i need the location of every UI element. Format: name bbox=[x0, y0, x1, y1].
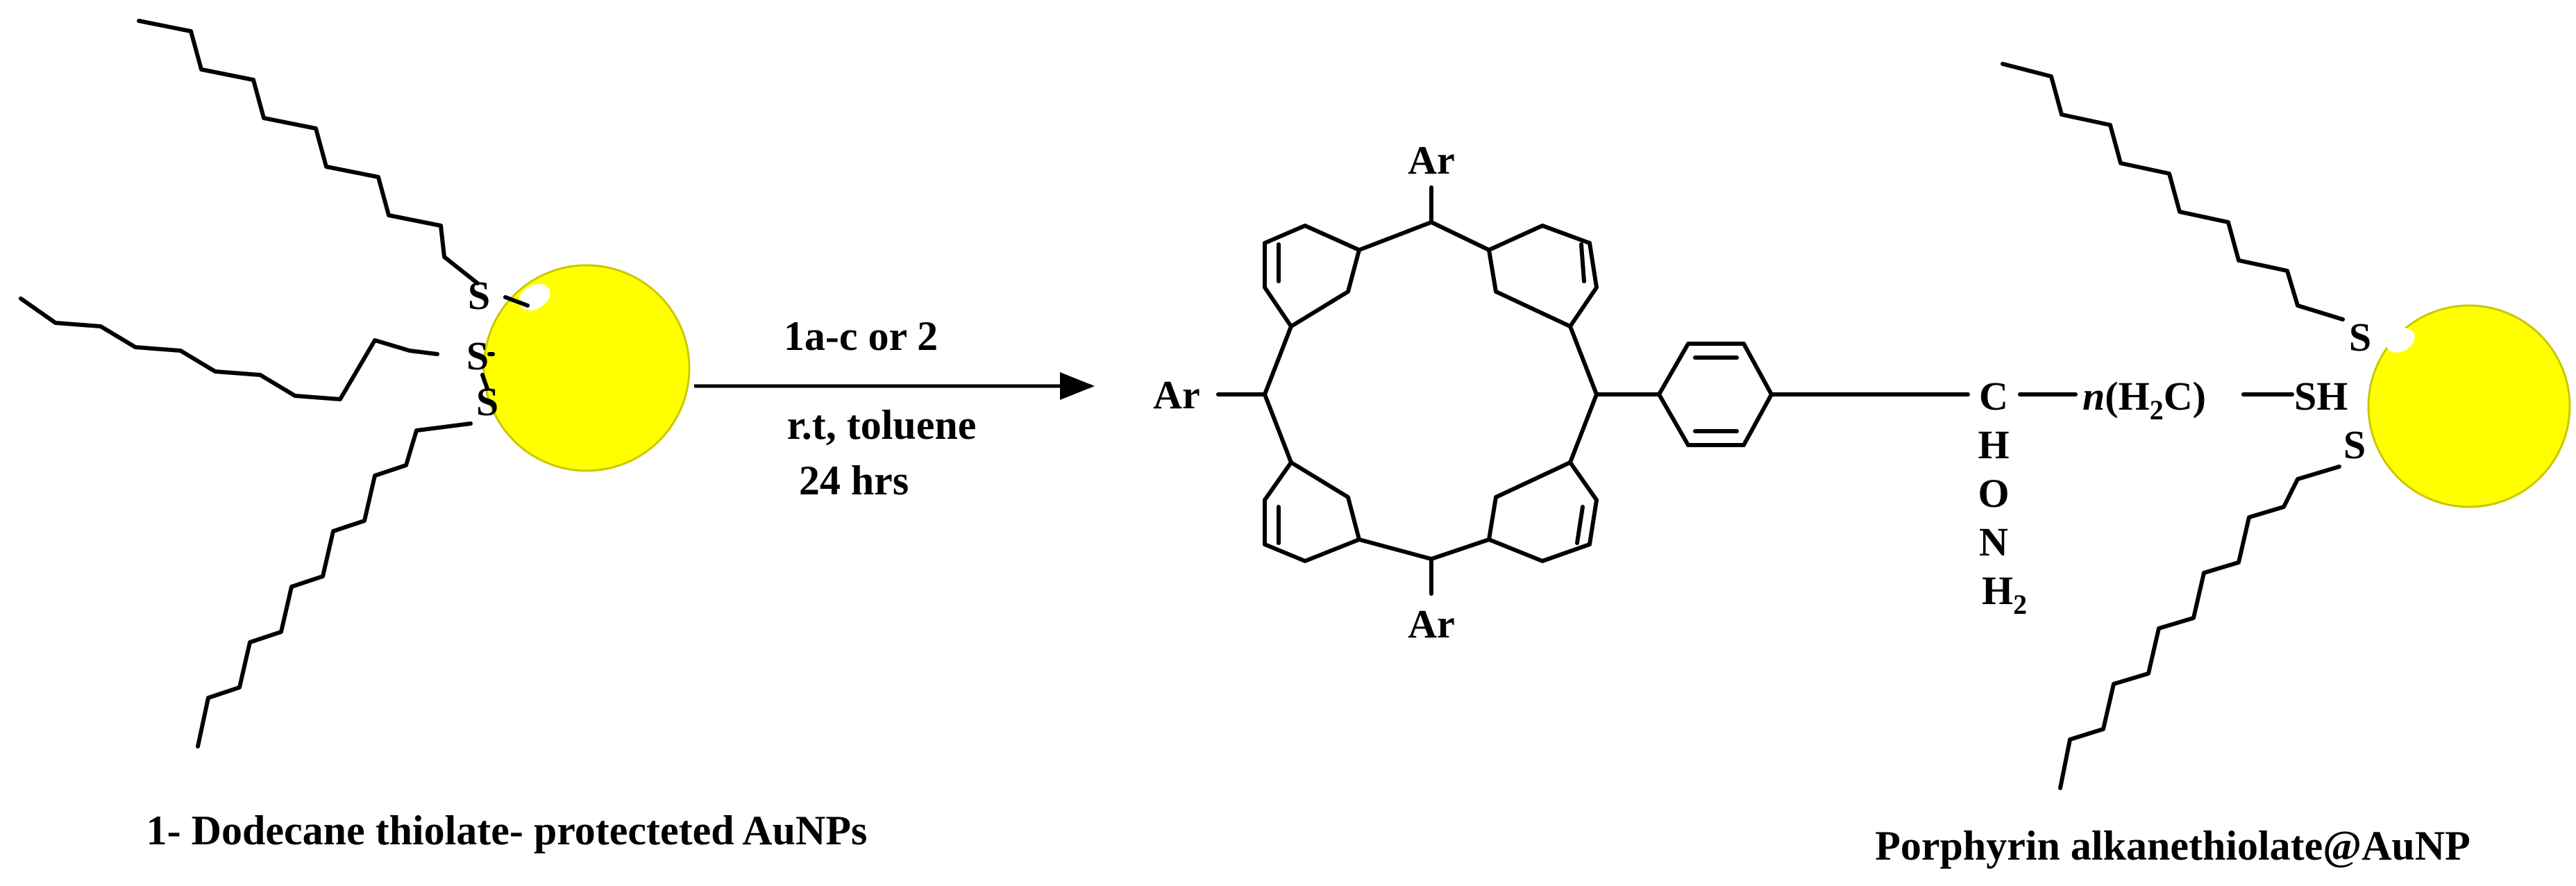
aryl-label-left: Ar bbox=[1153, 372, 1200, 417]
alkyl-chain-lower-right bbox=[2058, 465, 2341, 790]
oxygen-label: O bbox=[1978, 471, 2009, 516]
aryl-label-bottom: Ar bbox=[1408, 601, 1455, 646]
chain-label: n(H2C) bbox=[2082, 374, 2206, 426]
reactant-group: S S S 1- Dodecane thiolate- protecteted … bbox=[19, 19, 868, 853]
sulfur-label-2: S bbox=[466, 333, 489, 378]
pyrrole-ring-bottom-left bbox=[1263, 460, 1361, 563]
gold-nanoparticle-left bbox=[482, 264, 691, 472]
pyrrole-ring-top-left bbox=[1263, 224, 1361, 328]
conditions-line-2: 24 hrs bbox=[799, 458, 909, 503]
chain-close: C) bbox=[2164, 374, 2206, 419]
product-group: Ar Ar Ar C H O N H2 n(H2C) SH S S bbox=[1153, 62, 2571, 869]
aryl-label-top: Ar bbox=[1408, 137, 1455, 183]
chain-open: (H bbox=[2105, 374, 2149, 419]
macrocycle-right bbox=[1568, 324, 1599, 465]
macrocycle-bottom bbox=[1357, 537, 1491, 561]
hydrogen-label: H bbox=[1978, 422, 2009, 467]
sulfur-label-1: S bbox=[468, 273, 490, 318]
double-bond-2 bbox=[1579, 242, 1586, 283]
alkyl-chain-upper-right bbox=[2001, 62, 2345, 321]
sulfur-label-3: S bbox=[476, 379, 498, 424]
sulfur-bottom-label: S bbox=[2343, 422, 2366, 467]
pyrrole-ring-top-right bbox=[1487, 224, 1599, 328]
alkyl-chain-middle-left bbox=[19, 296, 439, 401]
nitrogen-label: N bbox=[1979, 519, 2008, 565]
macrocycle-top bbox=[1357, 220, 1491, 252]
alkyl-chain-upper-left bbox=[137, 19, 480, 285]
amine-h: H bbox=[1982, 568, 2013, 613]
carbon-label: C bbox=[1979, 374, 2008, 419]
reactant-caption: 1- Dodecane thiolate- protecteted AuNPs bbox=[146, 808, 868, 853]
sh-label: SH bbox=[2294, 374, 2348, 419]
macrocycle-left bbox=[1263, 324, 1293, 465]
conditions-line-1: r.t, toluene bbox=[787, 402, 977, 448]
s-au-bond-upper bbox=[503, 295, 530, 308]
alkyl-chain-lower-left bbox=[196, 421, 473, 749]
amine-subscript: 2 bbox=[2013, 589, 2027, 620]
reagent-label: 1a-c or 2 bbox=[784, 313, 938, 359]
gold-nanoparticle-right bbox=[2367, 304, 2571, 508]
pyrrole-ring-bottom-right bbox=[1487, 460, 1599, 563]
sulfur-top-label: S bbox=[2349, 315, 2371, 360]
s-s-bond-left bbox=[480, 373, 489, 391]
double-bond-4 bbox=[1575, 505, 1585, 545]
chain-n: n bbox=[2082, 374, 2105, 419]
reaction-arrow-group: 1a-c or 2 r.t, toluene 24 hrs bbox=[694, 313, 1095, 503]
product-caption: Porphyrin alkanethiolate@AuNP bbox=[1875, 823, 2470, 869]
nanoparticle-highlight-right bbox=[2386, 328, 2415, 353]
chain-subscript: 2 bbox=[2150, 394, 2164, 426]
amine-label: H2 bbox=[1982, 568, 2027, 620]
